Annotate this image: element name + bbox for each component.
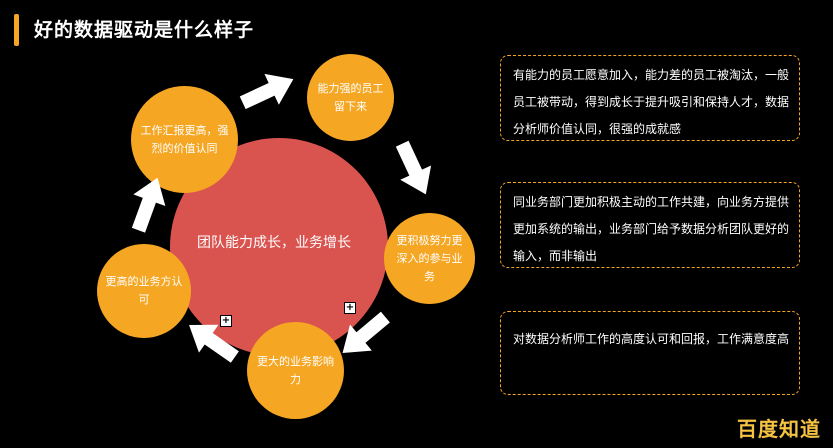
node-label: 能力强的员工留下来: [317, 81, 384, 113]
node-label: 工作汇报更高，强烈的价值认同: [140, 123, 229, 155]
arrow-up-icon: [131, 177, 166, 233]
plus-handle-icon[interactable]: +: [344, 302, 356, 314]
info-box-talent: 有能力的员工愿意加入，能力差的员工被淘汰，一般员工被带动，得到成长于提升吸引和保…: [500, 55, 800, 141]
info-box-text: 对数据分析师工作的高度认可和回报，工作满意度高: [513, 332, 790, 346]
center-label: 团队能力成长，业务增长: [197, 235, 351, 251]
plus-handle-icon[interactable]: +: [220, 315, 232, 327]
cycle-node-retain-talent: 能力强的员工留下来: [307, 54, 394, 141]
node-label: 更高的业务方认可: [105, 275, 183, 306]
arrow-up-left-icon: [189, 324, 239, 363]
info-box-text: 有能力的员工愿意加入，能力差的员工被淘汰，一般员工被带动，得到成长于提升吸引和保…: [513, 68, 790, 136]
node-label: 更积极努力更深入的参与业务: [396, 233, 463, 283]
page-title: 好的数据驱动是什么样子: [34, 19, 255, 41]
cycle-node-value-recognition: 工作汇报更高，强烈的价值认同: [131, 86, 238, 193]
arrow-down-left-icon: [342, 311, 390, 353]
cycle-node-business-approval: 更高的业务方认可: [97, 244, 191, 338]
watermark-logo: 百度知道: [737, 417, 821, 441]
arrow-down-right-icon: [395, 140, 432, 195]
cycle-node-deeper-participation: 更积极努力更深入的参与业务: [384, 213, 475, 304]
title-accent-bar: [14, 14, 19, 46]
info-box-text: 同业务部门更加积极主动的工作共建，向业务方提供更加系统的输出，业务部门给予数据分…: [513, 195, 790, 263]
info-box-recognition: 对数据分析师工作的高度认可和回报，工作满意度高: [500, 311, 800, 395]
node-label: 更大的业务影响力: [257, 354, 334, 386]
arrow-right-icon: [239, 73, 294, 110]
info-box-collaboration: 同业务部门更加积极主动的工作共建，向业务方提供更加系统的输出，业务部门给予数据分…: [500, 182, 800, 268]
cycle-node-business-impact: 更大的业务影响力: [247, 322, 344, 419]
